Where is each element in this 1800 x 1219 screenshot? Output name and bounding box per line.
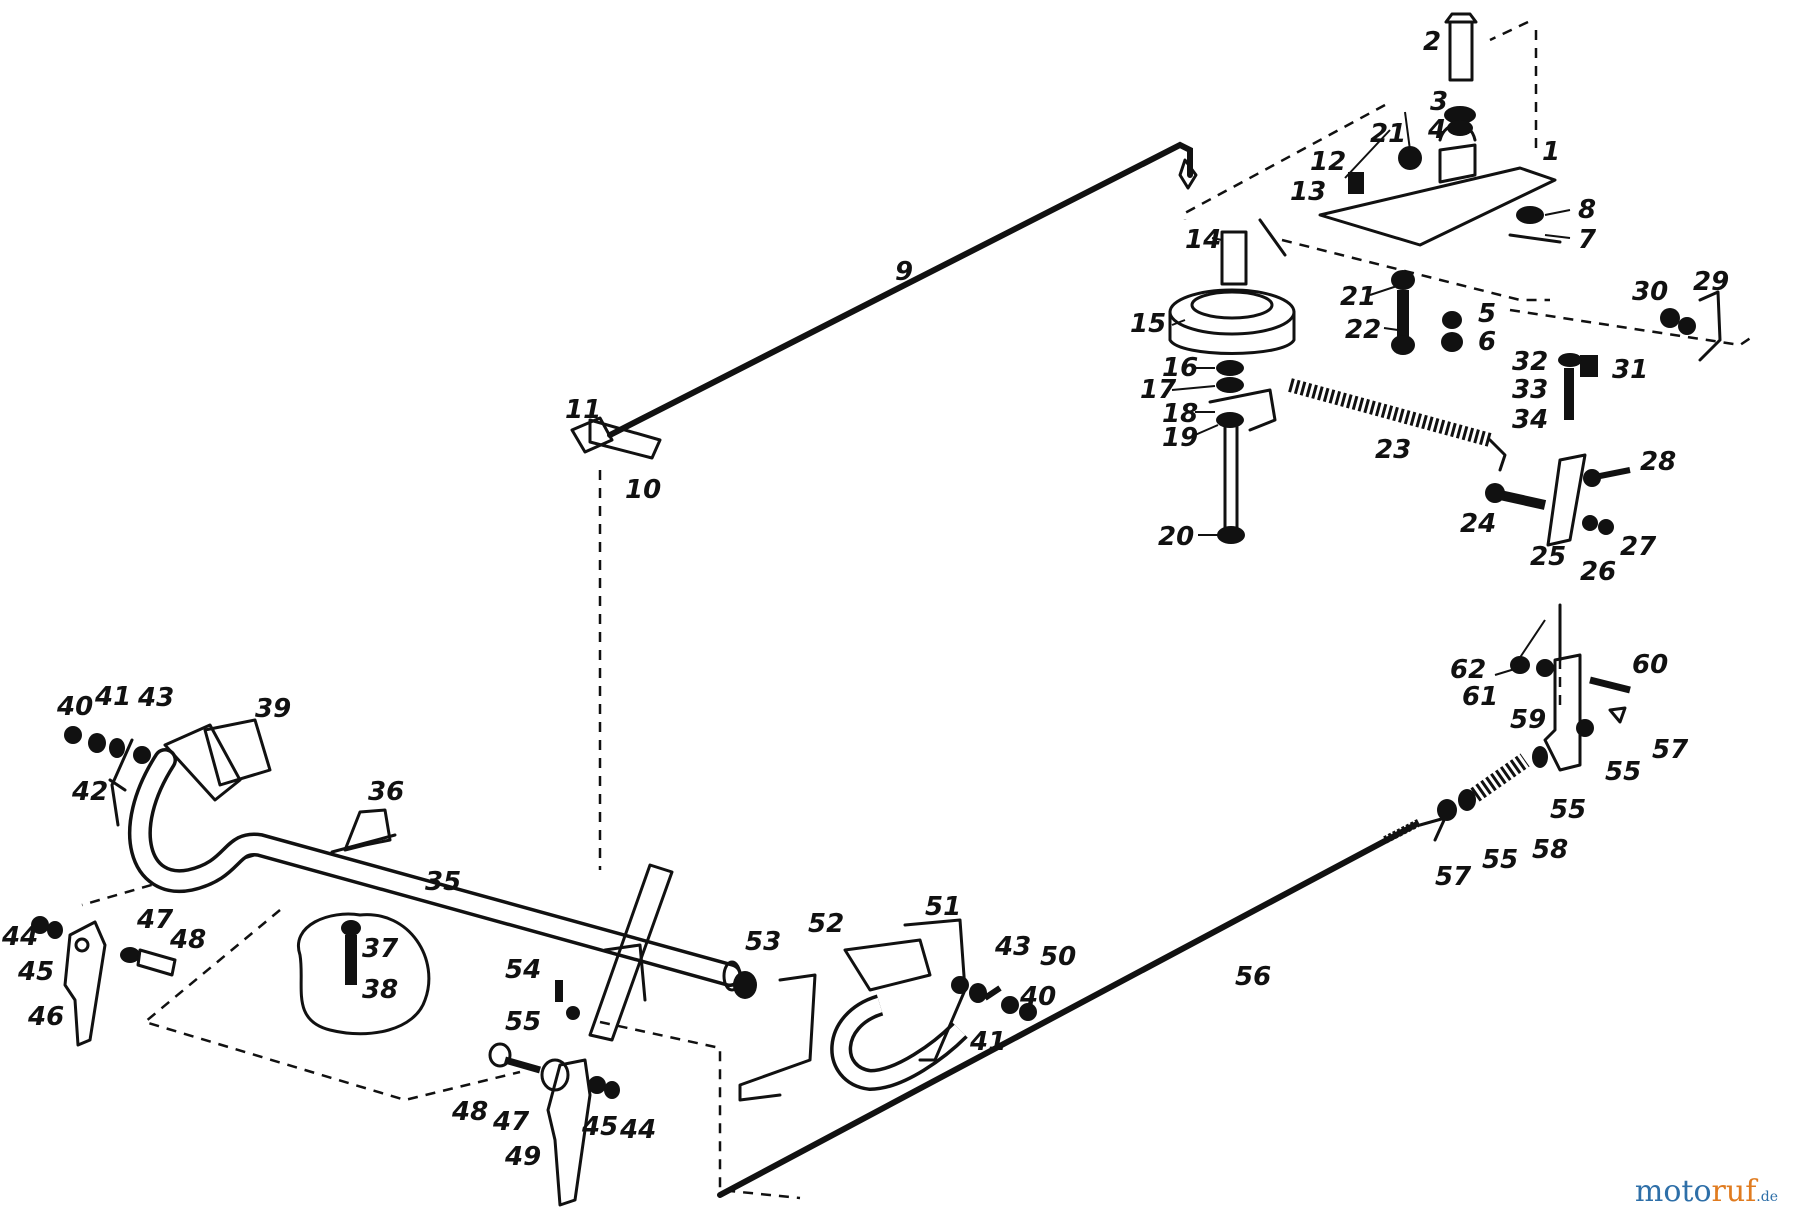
part-label: 54 [505, 955, 541, 985]
part-label: 39 [255, 694, 291, 724]
part-label: 49 [504, 1142, 541, 1172]
mounting-plate-1 [1258, 12, 1562, 355]
part-label: 57 [1652, 735, 1689, 765]
part-label: 43 [994, 932, 1031, 962]
part-label: 11 [565, 395, 601, 425]
linkage-rod-56 [717, 603, 1631, 1198]
part-label: 44 [1, 922, 38, 952]
clamp-36 [330, 808, 397, 854]
part-label: 7 [1578, 225, 1597, 255]
center-lever-hardware [488, 980, 620, 1207]
part-label: 10 [625, 475, 661, 505]
part-label: 53 [745, 927, 781, 957]
part-label: 12 [1310, 147, 1346, 177]
part-label: 1 [1542, 137, 1560, 167]
part-label: 51 [925, 892, 961, 922]
part-label: 28 [1640, 447, 1676, 477]
part-label: 35 [425, 867, 461, 897]
part-label: 37 [362, 934, 399, 964]
part-label: 29 [1693, 267, 1729, 297]
part-label: 45 [17, 957, 54, 987]
part-label: 33 [1512, 375, 1548, 405]
part-label: 40 [56, 692, 93, 722]
part-label: 8 [1578, 195, 1596, 225]
part-label: 5 [1478, 299, 1496, 329]
part-label: 62 [1450, 655, 1486, 685]
part-label: 52 [808, 909, 844, 939]
left-pedal-hardware [31, 726, 177, 1047]
part-label: 45 [581, 1112, 618, 1142]
part-label: 2 [1423, 27, 1441, 57]
part-label: 48 [451, 1097, 488, 1127]
part-label: 24 [1460, 509, 1496, 539]
part-label: 19 [1162, 423, 1198, 453]
control-rod-9 [570, 141, 1198, 460]
bracket-29-34 [1558, 290, 1722, 420]
part-label: 59 [1510, 705, 1546, 735]
lever-bracket [588, 863, 674, 1042]
part-label: 17 [1140, 375, 1177, 405]
part-label: 56 [1235, 962, 1271, 992]
pedal-shaft-35 [127, 718, 757, 999]
part-label: 14 [1185, 225, 1221, 255]
part-label: 57 [1435, 862, 1472, 892]
part-label: 25 [1530, 542, 1566, 572]
mounting-area-37-38 [296, 912, 431, 1036]
part-label: 60 [1632, 650, 1668, 680]
pulley-15 [1168, 230, 1296, 544]
part-label: 18 [1162, 399, 1198, 429]
part-label: 22 [1345, 315, 1381, 345]
part-label: 27 [1620, 532, 1657, 562]
part-label: 41 [94, 682, 131, 712]
assembly-dashed-lines [81, 20, 1756, 1200]
part-label: 20 [1158, 522, 1194, 552]
part-label: 34 [1512, 405, 1548, 435]
bracket-25 [1485, 453, 1631, 547]
part-label: 32 [1512, 347, 1548, 377]
part-label: 30 [1632, 277, 1668, 307]
part-label: 58 [1532, 835, 1568, 865]
watermark-part-b: ruf [1711, 1174, 1757, 1209]
part-label: 41 [969, 1027, 1006, 1057]
leader-lines [1171, 111, 1571, 676]
part-label: 36 [368, 777, 404, 807]
part-label: 50 [1040, 942, 1076, 972]
part-label: 31 [1612, 355, 1648, 385]
part-label: 26 [1580, 557, 1616, 587]
watermark-part-c: .de [1756, 1189, 1778, 1205]
part-labels: 1 2 3 4 5 6 7 8 9 10 11 12 13 14 15 16 1… [1, 27, 1729, 1172]
part-label: 21 [1340, 282, 1376, 312]
part-label: 55 [1550, 795, 1586, 825]
part-label: 55 [1482, 845, 1518, 875]
part-label: 15 [1130, 309, 1166, 339]
part-label: 38 [362, 975, 398, 1005]
spring-23 [1288, 378, 1507, 472]
watermark-part-a: moto [1634, 1174, 1712, 1209]
part-label: 44 [619, 1115, 656, 1145]
part-label: 40 [1019, 982, 1056, 1012]
part-label: 3 [1430, 87, 1448, 117]
part-label: 55 [1605, 757, 1641, 787]
part-label: 43 [137, 683, 174, 713]
part-label: 9 [895, 257, 913, 287]
part-label: 13 [1290, 177, 1326, 207]
part-label: 47 [136, 905, 174, 935]
part-label: 21 [1370, 119, 1406, 149]
motoruf-watermark: motoruf.de [1635, 1174, 1778, 1209]
right-pedal-hardware [738, 918, 1037, 1102]
part-label: 61 [1462, 682, 1498, 712]
part-label: 6 [1478, 327, 1496, 357]
part-label: 46 [27, 1002, 64, 1032]
part-label: 16 [1162, 353, 1198, 383]
part-label: 55 [505, 1007, 541, 1037]
part-label: 23 [1375, 435, 1411, 465]
part-label: 48 [169, 925, 206, 955]
part-label: 47 [492, 1107, 530, 1137]
part-label: 42 [71, 777, 108, 807]
part-label: 4 [1427, 115, 1446, 145]
